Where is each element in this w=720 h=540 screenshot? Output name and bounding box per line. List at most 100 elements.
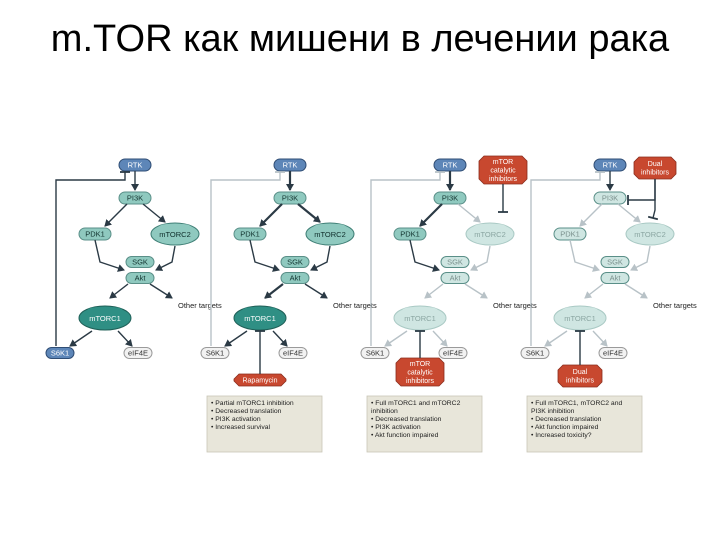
mtorc2-node-1-lobe-b [175, 224, 192, 232]
akt-node-2-label: Akt [290, 273, 302, 282]
akt-to-mtorc1-3 [424, 283, 444, 299]
mtorc1-node-2-lobe-a [241, 307, 260, 316]
mtorc1-to-eif4e-2 [272, 330, 288, 347]
pdk1-to-akt-2 [249, 239, 280, 272]
mtor-catalytic-inhibitors-top-label-1: catalytic [490, 167, 516, 174]
eif4e-node-4 [598, 347, 628, 359]
dual-inhibitors-top-label-0: Dual [648, 161, 663, 168]
dual-inhibitors-bottom-label-0: Dual [573, 369, 588, 376]
outcome-item-4-2: • Akt function impaired [531, 424, 599, 431]
pi3k-to-mtorc2-3 [457, 203, 481, 223]
eif4e-node-2-label: eIF4E [283, 348, 303, 357]
mtor-catalytic-inhibitors-bottom-label-0: mTOR [410, 361, 430, 368]
sgk-node-2-label: SGK [287, 257, 303, 266]
s6k1-feedback-4 [530, 172, 601, 346]
pi3k-node-4-label: PI3K [602, 193, 618, 202]
mtor-catalytic-inhibitors-top [478, 155, 528, 185]
mtorc1-node-4-lobe-a [561, 307, 581, 316]
s6k1-node-3 [360, 347, 390, 359]
sgk-node-1 [125, 256, 155, 268]
mtorc2-node-3-lobe-b [490, 224, 507, 232]
mtorc2-to-akt-2 [310, 245, 331, 271]
s6k1-node-2-label: S6K1 [206, 348, 224, 357]
pi3k-node-1-label: PI3K [127, 193, 143, 202]
s6k1-feedback-1 [55, 172, 126, 346]
akt-to-mtorc1-1 [109, 283, 129, 299]
eif4e-node-3 [438, 347, 468, 359]
outcome-item-4-1: • Decreased translation [531, 416, 602, 423]
dual-inhibitors-bottom [557, 364, 603, 388]
sgk-node-1-label: SGK [132, 257, 148, 266]
akt-node-4-label: Akt [610, 273, 622, 282]
mtorc1-to-eif4e-1 [117, 330, 133, 347]
dual-inhibitors-top [633, 156, 677, 180]
outcome-box-3 [366, 395, 483, 453]
akt-to-mtorc1-4 [584, 283, 604, 299]
mtorc2-to-akt-1 [155, 245, 176, 271]
mtorc2-node-3-label: mTORC2 [474, 230, 506, 239]
mtor-catalytic-inhibitors-top-label-2: inhibitors [489, 176, 518, 183]
pi3k-node-1 [118, 191, 152, 205]
pi3k-node-3 [433, 191, 467, 205]
pdk1-node-1-label: PDK1 [85, 229, 105, 238]
akt-node-4 [600, 272, 630, 284]
outcome-item-2-3: • Increased survival [211, 424, 271, 431]
rapamycin-drug [233, 373, 287, 387]
outcome-item-2-2: • PI3K activation [211, 416, 261, 423]
outcome-item-2-1: • Decreased translation [211, 408, 282, 415]
akt-to-other-4 [624, 283, 648, 299]
akt-to-other-2 [304, 283, 328, 299]
rapamycin-drug-label-0: Rapamycin [242, 377, 277, 384]
mtorc1-to-eif4e-3 [432, 330, 448, 347]
s6k1-node-1-label: S6K1 [51, 348, 69, 357]
pi3k-node-2 [273, 191, 307, 205]
outcome-box-2 [206, 395, 323, 453]
mtorc1-node-1-lobe-a [86, 307, 105, 316]
s6k1-feedback-3 [370, 172, 441, 346]
pi3k-to-pdk1-2 [259, 203, 283, 227]
akt-node-2 [280, 272, 310, 284]
mtorc1-node-1-lobe-b [105, 307, 124, 316]
mtorc1-to-eif4e-4 [592, 330, 608, 347]
akt-node-1 [125, 272, 155, 284]
pi3k-to-mtorc2-4 [617, 203, 641, 223]
mtorc1-node-2-label: mTORC1 [244, 314, 276, 323]
s6k1-feedback-2 [210, 172, 281, 346]
pi3k-to-pdk1-3 [419, 203, 443, 227]
s6k1-node-4-label: S6K1 [526, 348, 544, 357]
outcome-item-4-0-1: PI3K inhibition [531, 408, 575, 415]
pdk1-to-akt-4 [569, 239, 600, 272]
akt-node-1-label: Akt [135, 273, 147, 282]
mtorc1-node-4-label: mTORC1 [564, 314, 596, 323]
mtorc1-node-3-lobe-b [420, 307, 439, 316]
outcome-item-3-0-1: inhibition [371, 408, 398, 415]
mtorc1-node-2-lobe-b [260, 307, 279, 316]
mtor-catalytic-inhibitors-bottom-label-1: catalytic [407, 369, 433, 376]
dual-inhibits-mtorc2 [652, 179, 656, 219]
akt-to-other-3 [464, 283, 488, 299]
mtorc2-node-2-lobe-a [313, 224, 330, 232]
outcome-item-3-1: • Decreased translation [371, 416, 442, 423]
mtor-catalytic-inhibitors-bottom [395, 357, 445, 387]
pdk1-node-3-label: PDK1 [400, 229, 420, 238]
mtorc1-node-3-label: mTORC1 [404, 314, 436, 323]
mtorc2-node-4-label: mTORC2 [634, 230, 666, 239]
other-targets-label-1: Other targets [178, 301, 222, 310]
pdk1-node-4-label: PDK1 [560, 229, 580, 238]
pi3k-to-mtorc2-2 [297, 203, 321, 223]
sgk-node-3 [440, 256, 470, 268]
rtk-node-2-label: RTK [283, 160, 298, 169]
outcome-item-3-0: • Full mTORC1 and mTORC2 [371, 400, 461, 407]
pi3k-to-pdk1-1 [104, 203, 128, 227]
akt-to-mtorc1-2 [264, 283, 284, 299]
mtorc1-node-4-lobe-b [580, 307, 599, 316]
mtorc2-node-2-label: mTORC2 [314, 230, 346, 239]
pdk1-node-2-label: PDK1 [240, 229, 260, 238]
dual-inhibits-pi3k [628, 179, 656, 201]
rtk-node-3-label: RTK [443, 160, 458, 169]
